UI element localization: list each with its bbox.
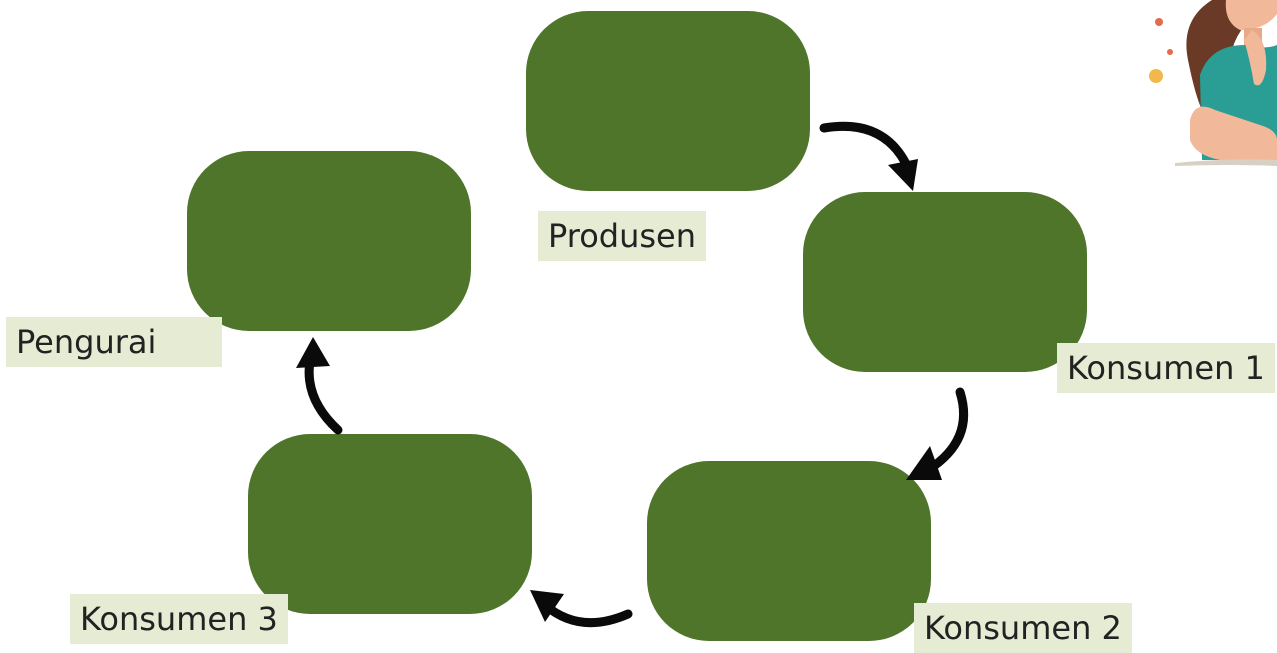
pengurai-node — [187, 151, 471, 331]
pengurai-label: Pengurai — [6, 317, 222, 367]
konsumen2-node — [647, 461, 931, 641]
konsumen1-label: Konsumen 1 — [1057, 343, 1275, 393]
konsumen1-node — [803, 192, 1087, 372]
konsumen3-node — [248, 434, 532, 614]
arrow-konsumen1-to-konsumen2 — [906, 387, 969, 480]
thinking-woman-illustration — [1149, 0, 1277, 166]
arrow-konsumen2-to-konsumen3 — [530, 590, 633, 628]
konsumen2-label: Konsumen 2 — [914, 603, 1132, 653]
konsumen3-label: Konsumen 3 — [70, 594, 288, 644]
arrow-produsen-to-konsumen1 — [819, 121, 918, 191]
arrow-konsumen3-to-pengurai — [296, 337, 343, 435]
produsen-node — [526, 11, 810, 191]
produsen-label: Produsen — [538, 211, 706, 261]
